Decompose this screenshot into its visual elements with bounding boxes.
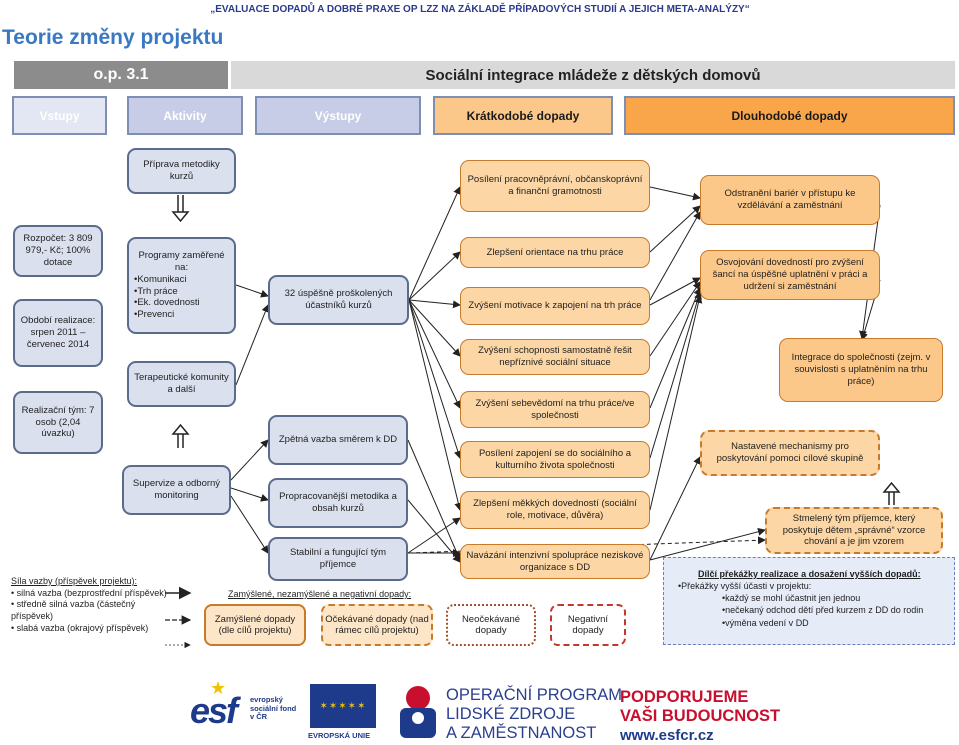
legend-strength: Síla vazby (příspěvek projektu): • silná… (11, 576, 171, 634)
long-term-team: Stmelený tým příjemce, který poskytuje d… (765, 507, 943, 554)
short-term-impact: Zlepšení orientace na trhu práce (460, 237, 650, 268)
activity-methodology: Příprava metodiky kurzů (127, 148, 236, 194)
legend-strong: • silná vazba (bezprostřední příspěvek) (11, 587, 167, 598)
legend-unexpected: Neočekávané dopady (446, 604, 536, 646)
output-methodology: Propracovanější metodika a obsah kurzů (268, 478, 408, 528)
legend-expected: Očekávané dopady (nad rámec cílů projekt… (321, 604, 433, 646)
activity-supervision: Supervize a odborný monitoring (122, 465, 231, 515)
barriers-title: Dílčí překážky realizace a dosažení vyšš… (698, 569, 921, 579)
barriers-item: •každý se mohl účastnit jen jednou (722, 593, 861, 604)
legend-weak: • slabá vazba (okrajový příspěvek) (11, 622, 149, 633)
programs-item: •Prevenci (134, 309, 175, 321)
activity-programs: Programy zaměřené na: •Komunikaci •Trh p… (127, 237, 236, 334)
output-feedback: Zpětná vazba směrem k DD (268, 415, 408, 465)
legend-impacts-title: Zamýšlené, nezamýšlené a negativní dopad… (228, 589, 412, 599)
legend-strength-title: Síla vazby (příspěvek projektu): (11, 576, 138, 586)
project-title: Sociální integrace mládeže z dětských do… (231, 61, 955, 89)
output-trained: 32 úspěšně proškolených účastníků kurzů (268, 275, 409, 325)
column-short-term: Krátkodobé dopady (433, 96, 613, 135)
op-lzz-logo-icon (400, 686, 438, 740)
legend-medium: • středně silná vazba (částečný příspěve… (11, 599, 136, 622)
output-team: Stabilní a fungující tým příjemce (268, 537, 408, 581)
op-line2: LIDSKÉ ZDROJE (446, 705, 576, 723)
long-term-mechanisms: Nastavené mechanismy pro poskytování pom… (700, 430, 880, 476)
op-line3: A ZAMĚSTNANOST (446, 724, 597, 742)
barriers-item: •nečekaný odchod dětí před kurzem z DD d… (722, 605, 924, 616)
long-term-skills: Osvojování dovedností pro zvýšení šancí … (700, 250, 880, 300)
op-line1: OPERAČNÍ PROGRAM (446, 686, 623, 704)
slogan-url[interactable]: www.esfcr.cz (620, 727, 714, 744)
column-long-term: Dlouhodobé dopady (624, 96, 955, 135)
short-term-impact: Posílení zapojení se do sociálního a kul… (460, 441, 650, 478)
slogan-line1: PODPORUJEME (620, 688, 749, 706)
programs-item: •Komunikaci (134, 273, 187, 285)
input-team: Realizační tým: 7 osob (2,04 úvazku) (13, 391, 103, 454)
programs-item: •Trh práce (134, 285, 178, 297)
column-activities: Aktivity (127, 96, 243, 135)
programs-title: Programy zaměřené na: (138, 249, 225, 273)
legend-negative: Negativní dopady (550, 604, 626, 646)
long-term-barriers: Odstranění bariér v přístupu ke vzdělává… (700, 175, 880, 225)
column-inputs: Vstupy (12, 96, 107, 135)
esf-logo: esf ★ evropský sociální fond v ČR (190, 678, 300, 742)
long-term-integration: Integrace do společnosti (zejm. v souvis… (779, 338, 943, 402)
input-period: Období realizace: srpen 2011 – červenec … (13, 299, 103, 367)
esf-text: evropský sociální fond v ČR (250, 695, 297, 722)
short-term-impact: Zlepšení měkkých dovedností (sociální ro… (460, 491, 650, 529)
slogan-line2: VAŠI BUDOUCNOST (620, 707, 781, 725)
barriers-item: •výměna vedení v DD (722, 617, 809, 628)
short-term-impact: Navázání intenzivní spolupráce neziskové… (460, 544, 650, 579)
legend-intended: Zamýšlené dopady (dle cílů projektu) (204, 604, 306, 646)
page-title: Teorie změny projektu (2, 26, 224, 49)
activity-therapeutic: Terapeutické komunity a další (127, 361, 236, 407)
op-lzz-text: OPERAČNÍ PROGRAM LIDSKÉ ZDROJE A ZAMĚSTN… (446, 686, 622, 743)
eu-text: EVROPSKÁ UNIE (308, 731, 371, 740)
short-term-impact: Posílení pracovněprávní, občanskoprávní … (460, 160, 650, 212)
short-term-impact: Zvýšení motivace k zapojení na trh práce (460, 287, 650, 325)
eu-flag: ✶✶✶✶✶ (310, 684, 376, 728)
input-budget: Rozpočet: 3 809 979,- Kč; 100% dotace (13, 225, 103, 277)
slogan: PODPORUJEME VAŠI BUDOUCNOST www.esfcr.cz (620, 688, 780, 745)
report-title: „EVALUACE DOPADŮ A DOBRÉ PRAXE OP LZZ NA… (210, 4, 750, 15)
esf-star-icon: ★ (210, 678, 227, 698)
barriers-intro: •Překážky vyšší účasti v projektu: (678, 581, 812, 592)
op-label: o.p. 3.1 (14, 61, 228, 89)
short-term-impact: Zvýšení sebevědomí na trhu práce/ve spol… (460, 391, 650, 428)
eu-stars-icon: ✶✶✶✶✶ (319, 700, 367, 712)
esf-logo-mark: esf (190, 690, 238, 731)
barriers-box: Dílčí překážky realizace a dosažení vyšš… (663, 557, 955, 645)
column-outputs: Výstupy (255, 96, 421, 135)
short-term-impact: Zvýšení schopnosti samostatně řešit nepř… (460, 339, 650, 375)
programs-item: •Ek. dovednosti (134, 297, 200, 309)
